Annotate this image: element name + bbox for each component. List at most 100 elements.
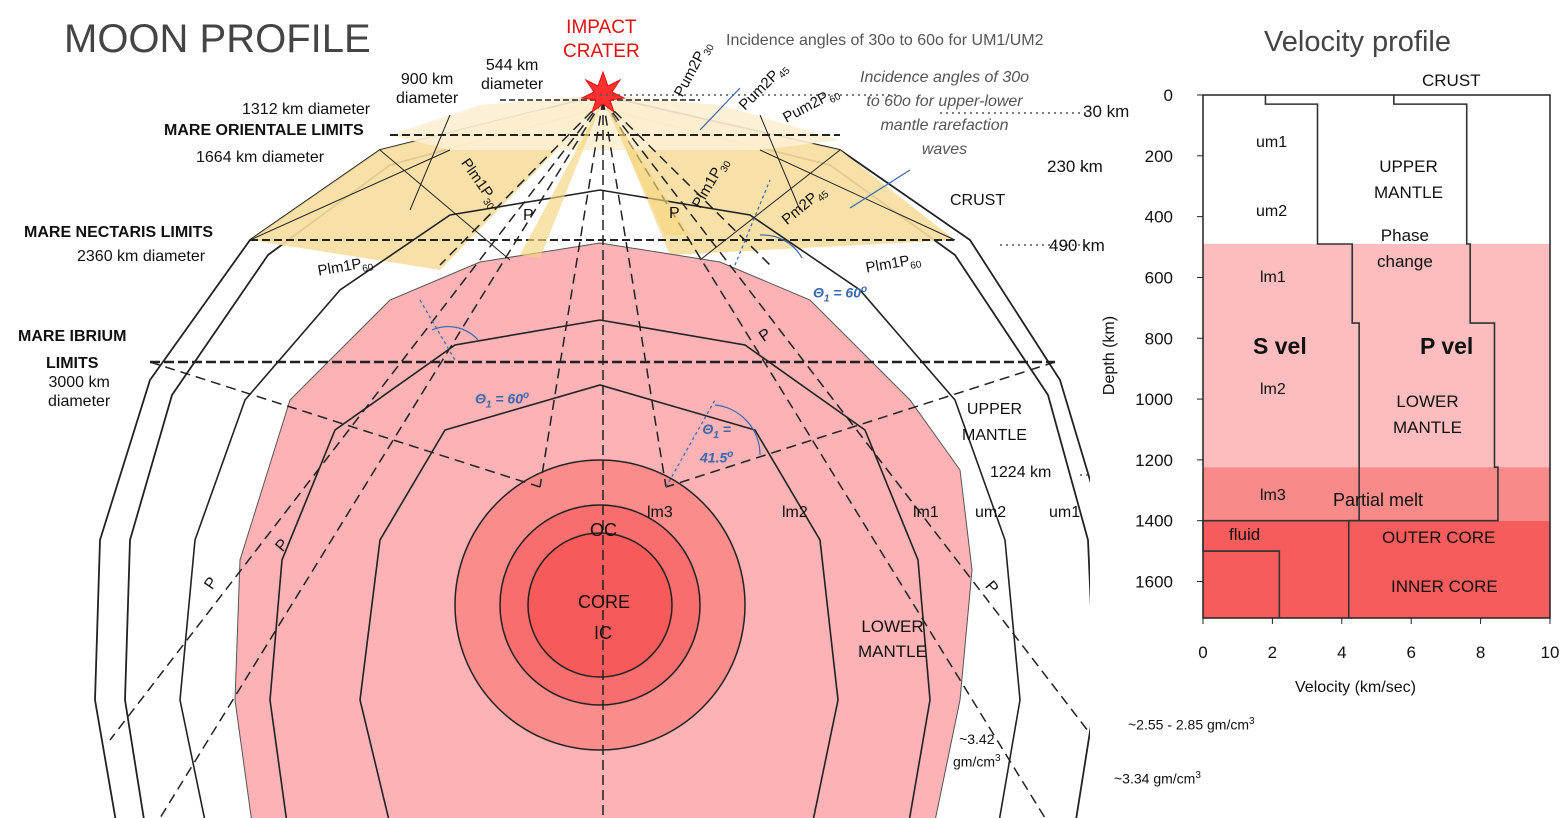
vel-lower-line-2: MANTLE (1393, 418, 1462, 437)
lm1-label: lm1 (913, 504, 939, 521)
vel-phase-line-1: Phase (1380, 226, 1429, 245)
vel-partial-melt-label: Partial melt (1333, 490, 1424, 510)
depth-1224-label: 1224 km (990, 464, 1052, 481)
vel-um2-label: um2 (1256, 203, 1288, 220)
density-mantle-cube: 3 (1195, 770, 1201, 781)
y-tick-label-1600: 1600 (1135, 573, 1173, 592)
diameter-900: 900 km diameter (396, 70, 458, 108)
x-tick-label-2: 2 (1268, 643, 1277, 662)
y-tick-label-0: 0 (1164, 86, 1173, 105)
theta-sub-3: 1 (713, 429, 719, 441)
density-mantle-value: ~3.34 gm/cm (1114, 770, 1196, 787)
upper-mantle-line-1: UPPER (966, 401, 1023, 418)
theta-eq: = (718, 421, 731, 437)
um2-boundary (179, 189, 1021, 818)
diameter-2360: 2360 km diameter (77, 248, 206, 265)
theta-degree-3: o (727, 448, 734, 460)
lm3-label: lm3 (647, 504, 673, 521)
mare-ibrium-label: MARE IBRIUM LIMITS (18, 323, 126, 377)
ic-label: IC (594, 623, 612, 643)
lower-mantle-label: LOWER MANTLE (858, 614, 927, 664)
incidence-ul-line-2: to 60o for upper-lower (866, 93, 1023, 110)
theta-60-left: Θ1 = 60o (475, 386, 529, 414)
x-axis-label: Velocity (km/sec) (1295, 679, 1416, 696)
um1-label: um1 (1049, 504, 1081, 521)
incidence-ul-line-3: mantle rarefaction (880, 117, 1009, 134)
x-tick-label-0: 0 (1198, 643, 1207, 662)
y-tick-label-600: 600 (1145, 268, 1173, 287)
depth-490-label: 490 km (1049, 236, 1105, 255)
y-tick-label-400: 400 (1145, 208, 1173, 227)
vel-phase-line-2: change (1377, 252, 1433, 271)
impact-star-icon (580, 70, 626, 114)
diameter-3000-unit: diameter (48, 393, 111, 410)
theta-sub: 1 (823, 293, 830, 305)
y-tick-label-1000: 1000 (1135, 390, 1173, 409)
ray-plm1p60-left-sub: 60 (361, 262, 375, 276)
ray-p-2: P (669, 205, 680, 222)
crust-label-left: CRUST (950, 192, 1006, 209)
density-lower-unit: gm/cm (953, 753, 995, 770)
impact-line-1: IMPACT (566, 17, 637, 38)
diameter-900-unit: diameter (396, 90, 459, 107)
diameter-544: 544 km diameter (481, 56, 543, 94)
density-crust-cube: 3 (1249, 716, 1255, 727)
vel-outer-core-label: OUTER CORE (1382, 528, 1496, 547)
impact-crater-label: IMPACT CRATER (563, 16, 640, 64)
y-tick-label-200: 200 (1145, 147, 1173, 166)
y-axis-label: Depth (km) (1101, 315, 1119, 396)
vel-inner-core-label: INNER CORE (1391, 577, 1498, 596)
incidence-ul-line-4: waves (921, 141, 968, 158)
um2-label: um2 (975, 504, 1007, 521)
p-vel-label: P vel (1420, 333, 1474, 359)
ray-plm1p60-right-sub: 60 (909, 259, 923, 273)
vel-upper-mantle-label: UPPER MANTLE (1374, 154, 1443, 206)
depth-30-label: 30 km (1083, 102, 1130, 121)
theta-symbol-3: Θ (702, 421, 714, 437)
velocity-profile-title: Velocity profile (1264, 26, 1451, 58)
lm1-boundary (269, 319, 931, 818)
vel-lm2-label: lm2 (1260, 381, 1286, 398)
mare-ibrium-line-2: LIMITS (46, 355, 99, 372)
density-lower-value: ~3.42 (959, 731, 995, 747)
moon-profile-title: MOON PROFILE (64, 17, 371, 61)
ray-p-1: P (523, 207, 534, 224)
mare-ibrium-line-1: MARE IBRIUM (18, 328, 127, 345)
vel-phase-change-label: Phase change (1377, 223, 1433, 275)
vel-upper-line-2: MANTLE (1374, 183, 1443, 202)
lm2-boundary (359, 384, 839, 818)
diameter-3000-value: 3000 km (48, 374, 110, 391)
upper-mantle-line-2: MANTLE (962, 427, 1027, 444)
angle-arcs (419, 87, 911, 488)
theta-41-5: Θ1 = 41.5o (700, 420, 733, 467)
density-mantle-label: ~3.34 gm/cm3 (1114, 766, 1201, 789)
density-crust-label: ~2.55 - 2.85 gm/cm3 (1128, 712, 1255, 735)
incidence-ul-line-1: Incidence angles of 30o (860, 69, 1030, 86)
diameter-3000: 3000 km diameter (48, 373, 110, 411)
theta-degree-2: o (522, 390, 530, 401)
impact-line-2: CRATER (563, 41, 640, 62)
lower-mantle-line-2: MANTLE (858, 642, 927, 661)
vel-crust-label: CRUST (1422, 71, 1481, 90)
vel-lower-mantle-label: LOWER MANTLE (1393, 389, 1462, 441)
core-label: CORE (578, 592, 631, 612)
theta-60-right: Θ1 = 60o (813, 280, 867, 308)
x-tick-label-10: 10 (1541, 643, 1560, 662)
incidence-um-label: Incidence angles of 30o to 60o for UM1/U… (726, 32, 1044, 49)
depth-230-label: 230 km (1047, 157, 1103, 176)
density-lower-label: ~3.42 gm/cm3 (953, 730, 1001, 772)
depth-leaders (600, 94, 1090, 476)
diameter-900-value: 900 km (400, 71, 454, 88)
diameter-544-unit: diameter (481, 76, 544, 93)
mare-nectaris-label: MARE NECTARIS LIMITS (24, 224, 214, 241)
y-tick-label-800: 800 (1145, 329, 1173, 348)
theta-symbol-2: Θ (475, 390, 486, 407)
crust-web (249, 114, 956, 261)
incidence-ul-label: Incidence angles of 30o to 60o for upper… (860, 66, 1029, 162)
lm2-label: lm2 (782, 504, 808, 521)
vel-lm1-label: lm1 (1260, 269, 1286, 286)
oc-label: OC (590, 520, 617, 540)
theta-symbol: Θ (813, 284, 824, 301)
s-vel-label: S vel (1253, 333, 1307, 359)
